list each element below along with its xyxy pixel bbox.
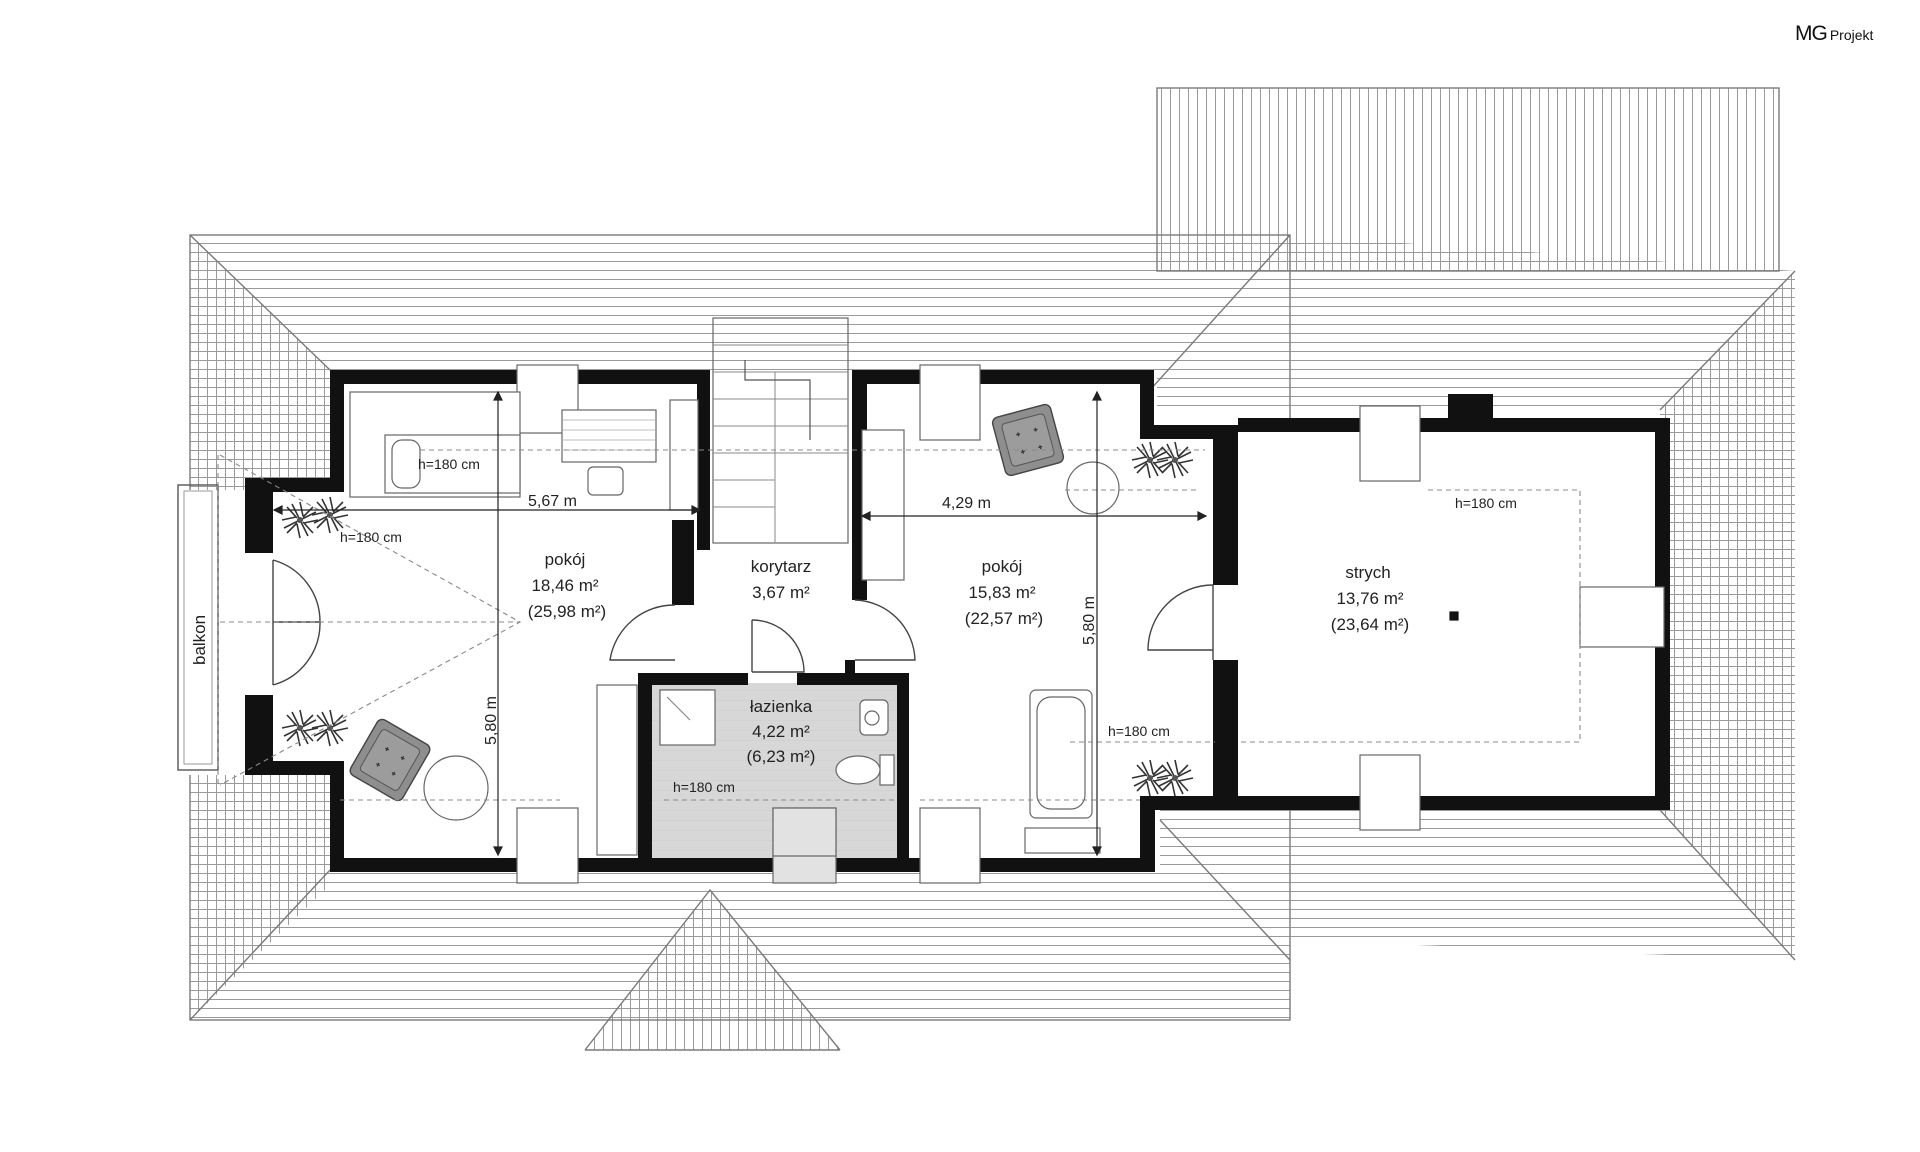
height-note-strych: h=180 cm xyxy=(1455,495,1517,511)
furniture xyxy=(349,391,1459,857)
dim-right-depth: 5,80 m xyxy=(1081,596,1098,645)
svg-text:pokój: pokój xyxy=(982,557,1023,576)
height-note-left-side: h=180 cm xyxy=(340,529,402,545)
dim-left-depth: 5,80 m xyxy=(483,696,500,745)
height-note-left-top: h=180 cm xyxy=(418,456,480,472)
brand-suffix: Projekt xyxy=(1829,27,1874,43)
svg-text:pokój: pokój xyxy=(545,550,586,569)
svg-text:4,22 m²: 4,22 m² xyxy=(752,722,810,741)
doors xyxy=(272,559,1214,686)
svg-text:3,67 m²: 3,67 m² xyxy=(752,583,810,602)
labels: 5,67 m 4,29 m 5,80 m 5,80 m h=180 cm h=1… xyxy=(190,456,1517,795)
svg-text:15,83 m²: 15,83 m² xyxy=(968,583,1035,602)
svg-text:łazienka: łazienka xyxy=(750,697,813,716)
svg-text:18,46 m²: 18,46 m² xyxy=(531,576,598,595)
svg-text:korytarz: korytarz xyxy=(751,557,811,576)
height-note-right-bottom: h=180 cm xyxy=(1108,723,1170,739)
roof xyxy=(189,87,1796,1051)
brand-name: MG xyxy=(1795,22,1828,45)
room-pokoj-left: pokój 18,46 m² (25,98 m²) xyxy=(528,550,606,621)
svg-text:(25,98 m²): (25,98 m²) xyxy=(528,602,606,621)
svg-text:strych: strych xyxy=(1345,563,1390,582)
room-lazienka: łazienka 4,22 m² (6,23 m²) xyxy=(747,697,816,766)
balcony-label: balkon xyxy=(190,615,209,665)
room-strych: strych 13,76 m² (23,64 m²) xyxy=(1331,563,1409,634)
staircase xyxy=(712,317,849,544)
svg-text:(6,23 m²): (6,23 m²) xyxy=(747,747,816,766)
dimension-lines xyxy=(272,390,1208,857)
svg-text:(22,57 m²): (22,57 m²) xyxy=(965,609,1043,628)
slope-limit-lines xyxy=(217,449,1581,801)
dim-left-width: 5,67 m xyxy=(528,493,577,510)
room-pokoj-right: pokój 15,83 m² (22,57 m²) xyxy=(965,557,1043,628)
svg-text:(23,64 m²): (23,64 m²) xyxy=(1331,615,1409,634)
svg-text:13,76 m²: 13,76 m² xyxy=(1336,589,1403,608)
dim-right-width: 4,29 m xyxy=(942,495,991,512)
room-korytarz: korytarz 3,67 m² xyxy=(751,557,811,602)
armchair-icon xyxy=(349,403,1065,802)
height-note-bathroom: h=180 cm xyxy=(673,779,735,795)
